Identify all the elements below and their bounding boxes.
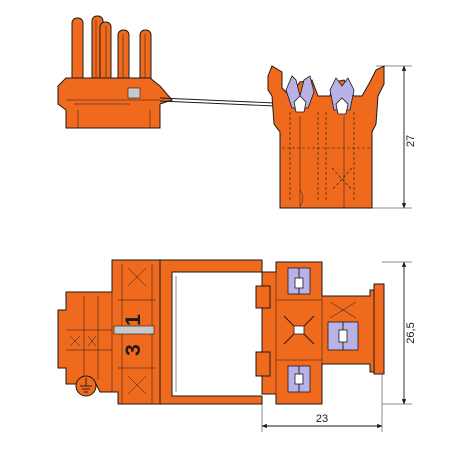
dimension-27: 27 xyxy=(372,65,417,209)
connector-top-view: 3 1 xyxy=(57,259,385,405)
contact-bottom xyxy=(287,365,311,393)
dimension-23: 23 xyxy=(261,374,383,432)
dimension-23-label: 23 xyxy=(316,413,328,425)
ground-symbol-icon xyxy=(75,375,97,397)
terminal-marking-3: 3 xyxy=(122,344,145,356)
dimension-27-label: 27 xyxy=(405,135,417,147)
socket-side-view xyxy=(267,65,385,209)
plug-side-view xyxy=(57,15,276,129)
contact-top xyxy=(287,267,311,295)
contact-right xyxy=(327,321,359,351)
dimension-26-5: 26,5 xyxy=(382,261,417,405)
terminal-marking-1: 1 xyxy=(122,314,145,326)
dimension-26-5-label: 26,5 xyxy=(405,322,417,343)
